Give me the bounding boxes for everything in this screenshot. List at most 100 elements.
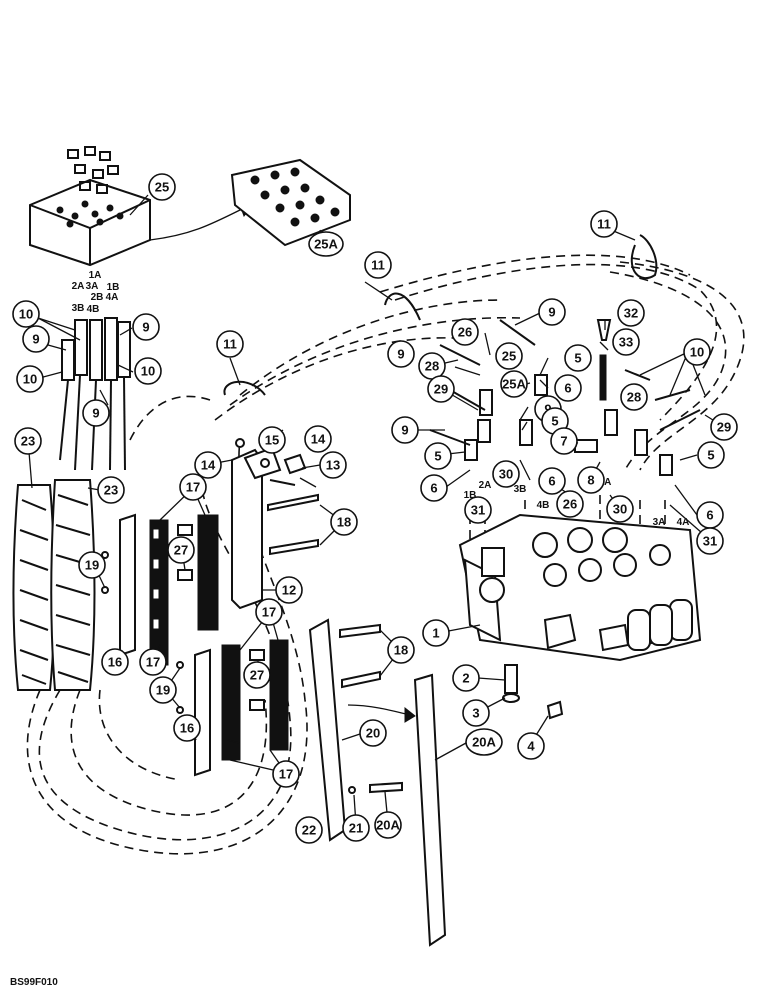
callout-9: 9 — [82, 399, 110, 427]
callout-10: 10 — [683, 338, 711, 366]
callout-9: 9 — [538, 298, 566, 326]
svg-text:17: 17 — [146, 655, 160, 670]
svg-text:11: 11 — [371, 258, 385, 273]
svg-text:5: 5 — [434, 449, 441, 464]
callout-25a: 25A — [308, 231, 344, 257]
port-label: 2A — [72, 281, 85, 292]
svg-text:1: 1 — [432, 626, 439, 641]
callout-35: 33 — [612, 328, 640, 356]
port-label: 3B — [72, 303, 85, 314]
figure-code: BS99F010 — [10, 977, 58, 988]
svg-text:16: 16 — [108, 655, 122, 670]
control-valve-body — [458, 513, 702, 662]
svg-text:10: 10 — [141, 364, 155, 379]
callout-17: 17 — [139, 648, 167, 676]
port-label: 2A — [479, 480, 492, 491]
svg-text:25: 25 — [155, 180, 169, 195]
svg-text:20A: 20A — [472, 735, 496, 750]
svg-text:14: 14 — [201, 458, 216, 473]
callout-29: 27 — [167, 536, 195, 564]
callout-18: 18 — [330, 508, 358, 536]
svg-text:29: 29 — [717, 420, 731, 435]
callout-10: 10 — [12, 300, 40, 328]
callout-17: 17 — [179, 473, 207, 501]
svg-text:2: 2 — [462, 671, 469, 686]
svg-text:19: 19 — [85, 558, 99, 573]
port-label: 3A — [86, 281, 99, 292]
callout-14: 14 — [194, 451, 222, 479]
port-label: 3B — [514, 484, 527, 495]
callout-33: 31 — [696, 527, 724, 555]
svg-text:10: 10 — [690, 345, 704, 360]
cover-plate-25 — [29, 146, 151, 267]
callout-25: 25 — [148, 173, 176, 201]
svg-text:11: 11 — [223, 337, 237, 352]
callout-11: 11 — [590, 210, 618, 238]
svg-text:12: 12 — [282, 583, 296, 598]
callout-19: 19 — [149, 676, 177, 704]
svg-text:10: 10 — [23, 372, 37, 387]
svg-text:28: 28 — [425, 359, 439, 374]
svg-text:5: 5 — [574, 351, 581, 366]
svg-text:17: 17 — [262, 605, 276, 620]
svg-text:16: 16 — [180, 721, 194, 736]
callout-17: 17 — [272, 760, 300, 788]
svg-text:27: 27 — [250, 668, 264, 683]
svg-text:15: 15 — [265, 433, 279, 448]
svg-text:10: 10 — [19, 307, 33, 322]
callout-30: 28 — [418, 352, 446, 380]
callout-6: 6 — [538, 467, 566, 495]
callout-17: 17 — [255, 598, 283, 626]
callout-7: 7 — [550, 427, 578, 455]
svg-text:22: 22 — [302, 823, 316, 838]
callout-24: 23 — [97, 476, 125, 504]
callout-31: 29 — [710, 413, 738, 441]
callout-32: 30 — [606, 495, 634, 523]
protective-sleeves-24 — [12, 479, 96, 691]
svg-text:30: 30 — [499, 467, 513, 482]
arrow-20-head — [404, 706, 416, 723]
callout-1: 1 — [422, 619, 450, 647]
callout-34: 32 — [617, 299, 645, 327]
svg-text:29: 29 — [434, 382, 448, 397]
port-label: 1B — [107, 282, 120, 293]
callout-16: 16 — [173, 714, 201, 742]
svg-text:9: 9 — [548, 305, 555, 320]
svg-text:31: 31 — [471, 503, 485, 518]
port-label: 2B — [91, 292, 104, 303]
callout-15: 15 — [258, 426, 286, 454]
callout-9: 9 — [391, 416, 419, 444]
svg-text:26: 26 — [458, 325, 472, 340]
callout-9: 9 — [387, 340, 415, 368]
svg-text:19: 19 — [156, 683, 170, 698]
callout-24: 23 — [14, 427, 42, 455]
svg-text:23: 23 — [21, 434, 35, 449]
callout-10: 10 — [16, 365, 44, 393]
callout-11: 11 — [364, 251, 392, 279]
callout-5: 5 — [424, 442, 452, 470]
svg-text:9: 9 — [544, 402, 551, 417]
callout-19: 19 — [78, 551, 106, 579]
svg-text:25A: 25A — [502, 377, 526, 392]
svg-text:9: 9 — [397, 347, 404, 362]
port-label: 1B — [464, 490, 477, 501]
callout-22: 21 — [342, 814, 370, 842]
svg-text:33: 33 — [619, 335, 633, 350]
svg-text:23: 23 — [104, 483, 118, 498]
callout-5: 5 — [564, 344, 592, 372]
tie-strap-right — [630, 234, 658, 280]
valve-fittings — [429, 319, 701, 476]
svg-text:6: 6 — [548, 474, 555, 489]
callout-29: 27 — [243, 661, 271, 689]
svg-text:9: 9 — [401, 423, 408, 438]
callout-4: 4 — [517, 732, 545, 760]
callout-9: 9 — [22, 325, 50, 353]
callout-6: 6 — [696, 501, 724, 529]
svg-text:17: 17 — [279, 767, 293, 782]
callout-18: 18 — [387, 636, 415, 664]
svg-text:6: 6 — [430, 481, 437, 496]
svg-text:13: 13 — [326, 458, 340, 473]
hose-routing — [26, 254, 745, 855]
svg-text:9: 9 — [142, 320, 149, 335]
svg-text:20A: 20A — [376, 818, 400, 833]
